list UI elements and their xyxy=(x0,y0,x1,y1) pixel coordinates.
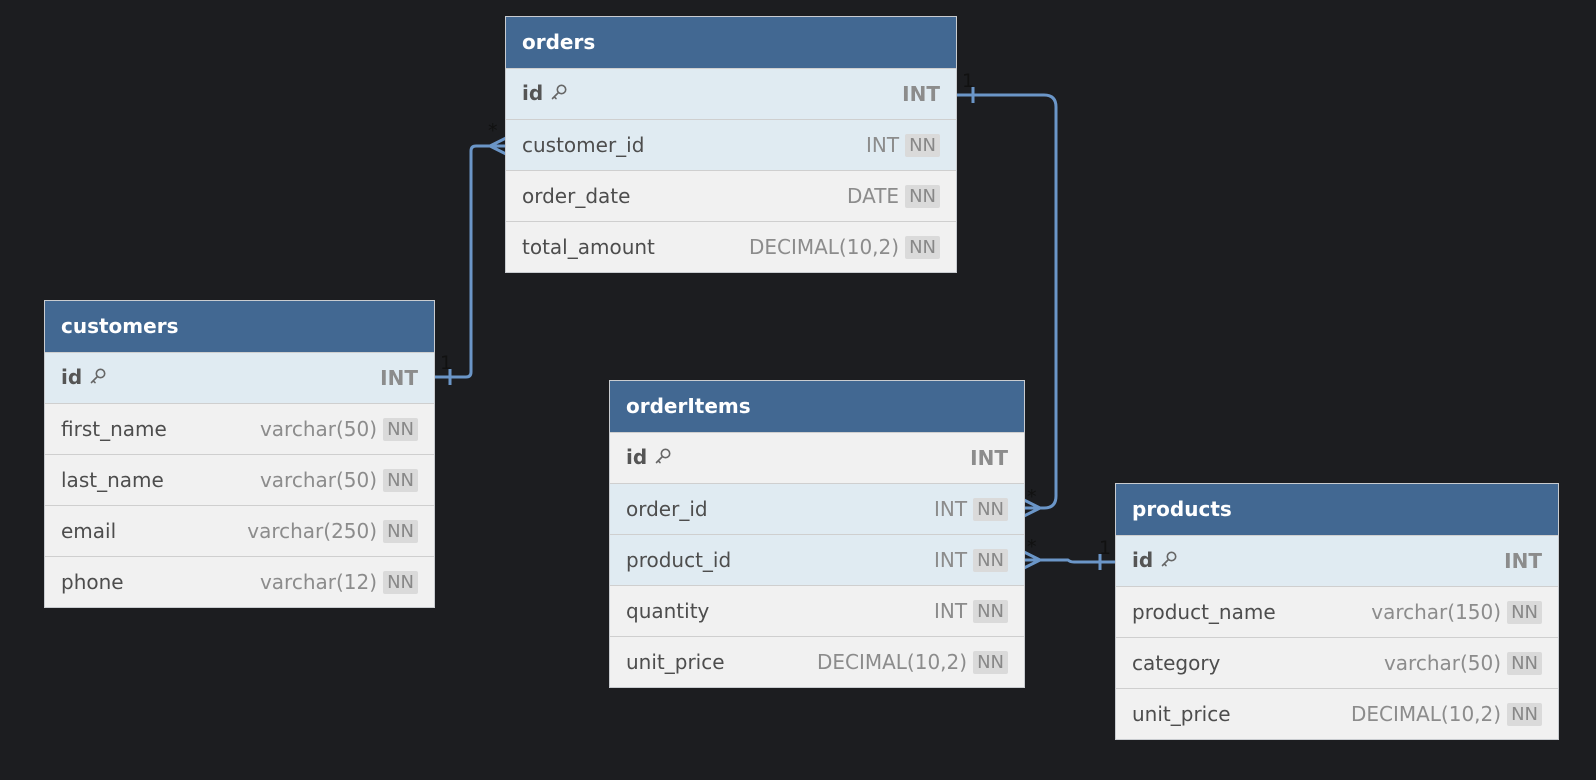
column-name: id xyxy=(626,445,648,469)
column-name: product_name xyxy=(1132,600,1276,624)
column-type: INT xyxy=(1504,549,1542,573)
column-type: INT xyxy=(933,599,968,623)
column-name: total_amount xyxy=(522,235,655,259)
table-orders[interactable]: orders id INT customer_id INT NN order_d… xyxy=(506,17,956,272)
column-type: varchar(250) xyxy=(247,519,378,543)
column-type: DECIMAL(10,2) xyxy=(748,235,900,259)
column-row[interactable]: last_name varchar(50) NN xyxy=(45,454,434,505)
column-row[interactable]: email varchar(250) NN xyxy=(45,505,434,556)
column-row[interactable]: total_amount DECIMAL(10,2) NN xyxy=(506,221,956,272)
cardinality-many: * xyxy=(1027,486,1037,508)
not-null-badge: NN xyxy=(905,184,940,208)
column-row[interactable]: customer_id INT NN xyxy=(506,119,956,170)
column-type: DECIMAL(10,2) xyxy=(816,650,968,674)
column-type: INT xyxy=(380,366,418,390)
column-type: varchar(150) xyxy=(1371,600,1502,624)
key-icon xyxy=(549,82,569,107)
column-name: id xyxy=(522,81,544,105)
column-row[interactable]: product_id INT NN xyxy=(610,534,1024,585)
cardinality-one: 1 xyxy=(962,70,975,92)
link-customers-orders xyxy=(434,144,506,379)
not-null-badge: NN xyxy=(973,497,1008,521)
column-type: INT xyxy=(970,446,1008,470)
column-row[interactable]: phone varchar(12) NN xyxy=(45,556,434,607)
not-null-badge: NN xyxy=(383,519,418,543)
column-type: INT xyxy=(902,82,940,106)
column-type: DECIMAL(10,2) xyxy=(1350,702,1502,726)
not-null-badge: NN xyxy=(383,468,418,492)
not-null-badge: NN xyxy=(905,133,940,157)
not-null-badge: NN xyxy=(905,235,940,259)
column-row[interactable]: product_name varchar(150) NN xyxy=(1116,586,1558,637)
column-row[interactable]: first_name varchar(50) NN xyxy=(45,403,434,454)
not-null-badge: NN xyxy=(1507,600,1542,624)
column-name: product_id xyxy=(626,548,732,572)
not-null-badge: NN xyxy=(973,599,1008,623)
not-null-badge: NN xyxy=(1507,651,1542,675)
table-header[interactable]: orders xyxy=(506,17,956,68)
column-name: email xyxy=(61,519,117,543)
column-row[interactable]: unit_price DECIMAL(10,2) NN xyxy=(1116,688,1558,739)
cardinality-one: 1 xyxy=(1099,537,1112,559)
column-row[interactable]: order_date DATE NN xyxy=(506,170,956,221)
column-row[interactable]: id INT xyxy=(506,68,956,119)
not-null-badge: NN xyxy=(973,650,1008,674)
column-name: order_date xyxy=(522,184,631,208)
column-row[interactable]: id INT xyxy=(610,432,1024,483)
column-row[interactable]: category varchar(50) NN xyxy=(1116,637,1558,688)
table-products[interactable]: products id INT product_name varchar(150… xyxy=(1116,484,1558,739)
cardinality-many: * xyxy=(1027,536,1037,558)
table-header[interactable]: customers xyxy=(45,301,434,352)
not-null-badge: NN xyxy=(973,548,1008,572)
not-null-badge: NN xyxy=(383,570,418,594)
column-type: varchar(50) xyxy=(1383,651,1502,675)
column-row[interactable]: quantity INT NN xyxy=(610,585,1024,636)
column-name: unit_price xyxy=(626,650,725,674)
column-row[interactable]: unit_price DECIMAL(10,2) NN xyxy=(610,636,1024,687)
column-name: order_id xyxy=(626,497,708,521)
column-row[interactable]: id INT xyxy=(45,352,434,403)
column-type: INT xyxy=(933,548,968,572)
column-name: category xyxy=(1132,651,1221,675)
link-products-orderitems xyxy=(1024,558,1116,564)
column-type: INT xyxy=(865,133,900,157)
column-type: INT xyxy=(933,497,968,521)
column-name: id xyxy=(61,365,83,389)
not-null-badge: NN xyxy=(383,417,418,441)
table-header[interactable]: products xyxy=(1116,484,1558,535)
cardinality-one: 1 xyxy=(440,352,453,374)
column-name: first_name xyxy=(61,417,167,441)
key-icon xyxy=(1159,549,1179,574)
key-icon xyxy=(88,366,108,391)
table-header[interactable]: orderItems xyxy=(610,381,1024,432)
column-type: varchar(12) xyxy=(259,570,378,594)
column-row[interactable]: id INT xyxy=(1116,535,1558,586)
column-name: phone xyxy=(61,570,124,594)
column-type: varchar(50) xyxy=(259,417,378,441)
key-icon xyxy=(653,446,673,471)
table-customers[interactable]: customers id INT first_name varchar(50) … xyxy=(45,301,434,607)
cardinality-many: * xyxy=(488,120,498,142)
column-row[interactable]: order_id INT NN xyxy=(610,483,1024,534)
column-name: customer_id xyxy=(522,133,645,157)
column-type: varchar(50) xyxy=(259,468,378,492)
column-name: unit_price xyxy=(1132,702,1231,726)
column-name: id xyxy=(1132,548,1154,572)
column-type: DATE xyxy=(847,184,900,208)
column-name: quantity xyxy=(626,599,710,623)
not-null-badge: NN xyxy=(1507,702,1542,726)
column-name: last_name xyxy=(61,468,164,492)
table-orderitems[interactable]: orderItems id INT order_id INT NN produc… xyxy=(610,381,1024,687)
